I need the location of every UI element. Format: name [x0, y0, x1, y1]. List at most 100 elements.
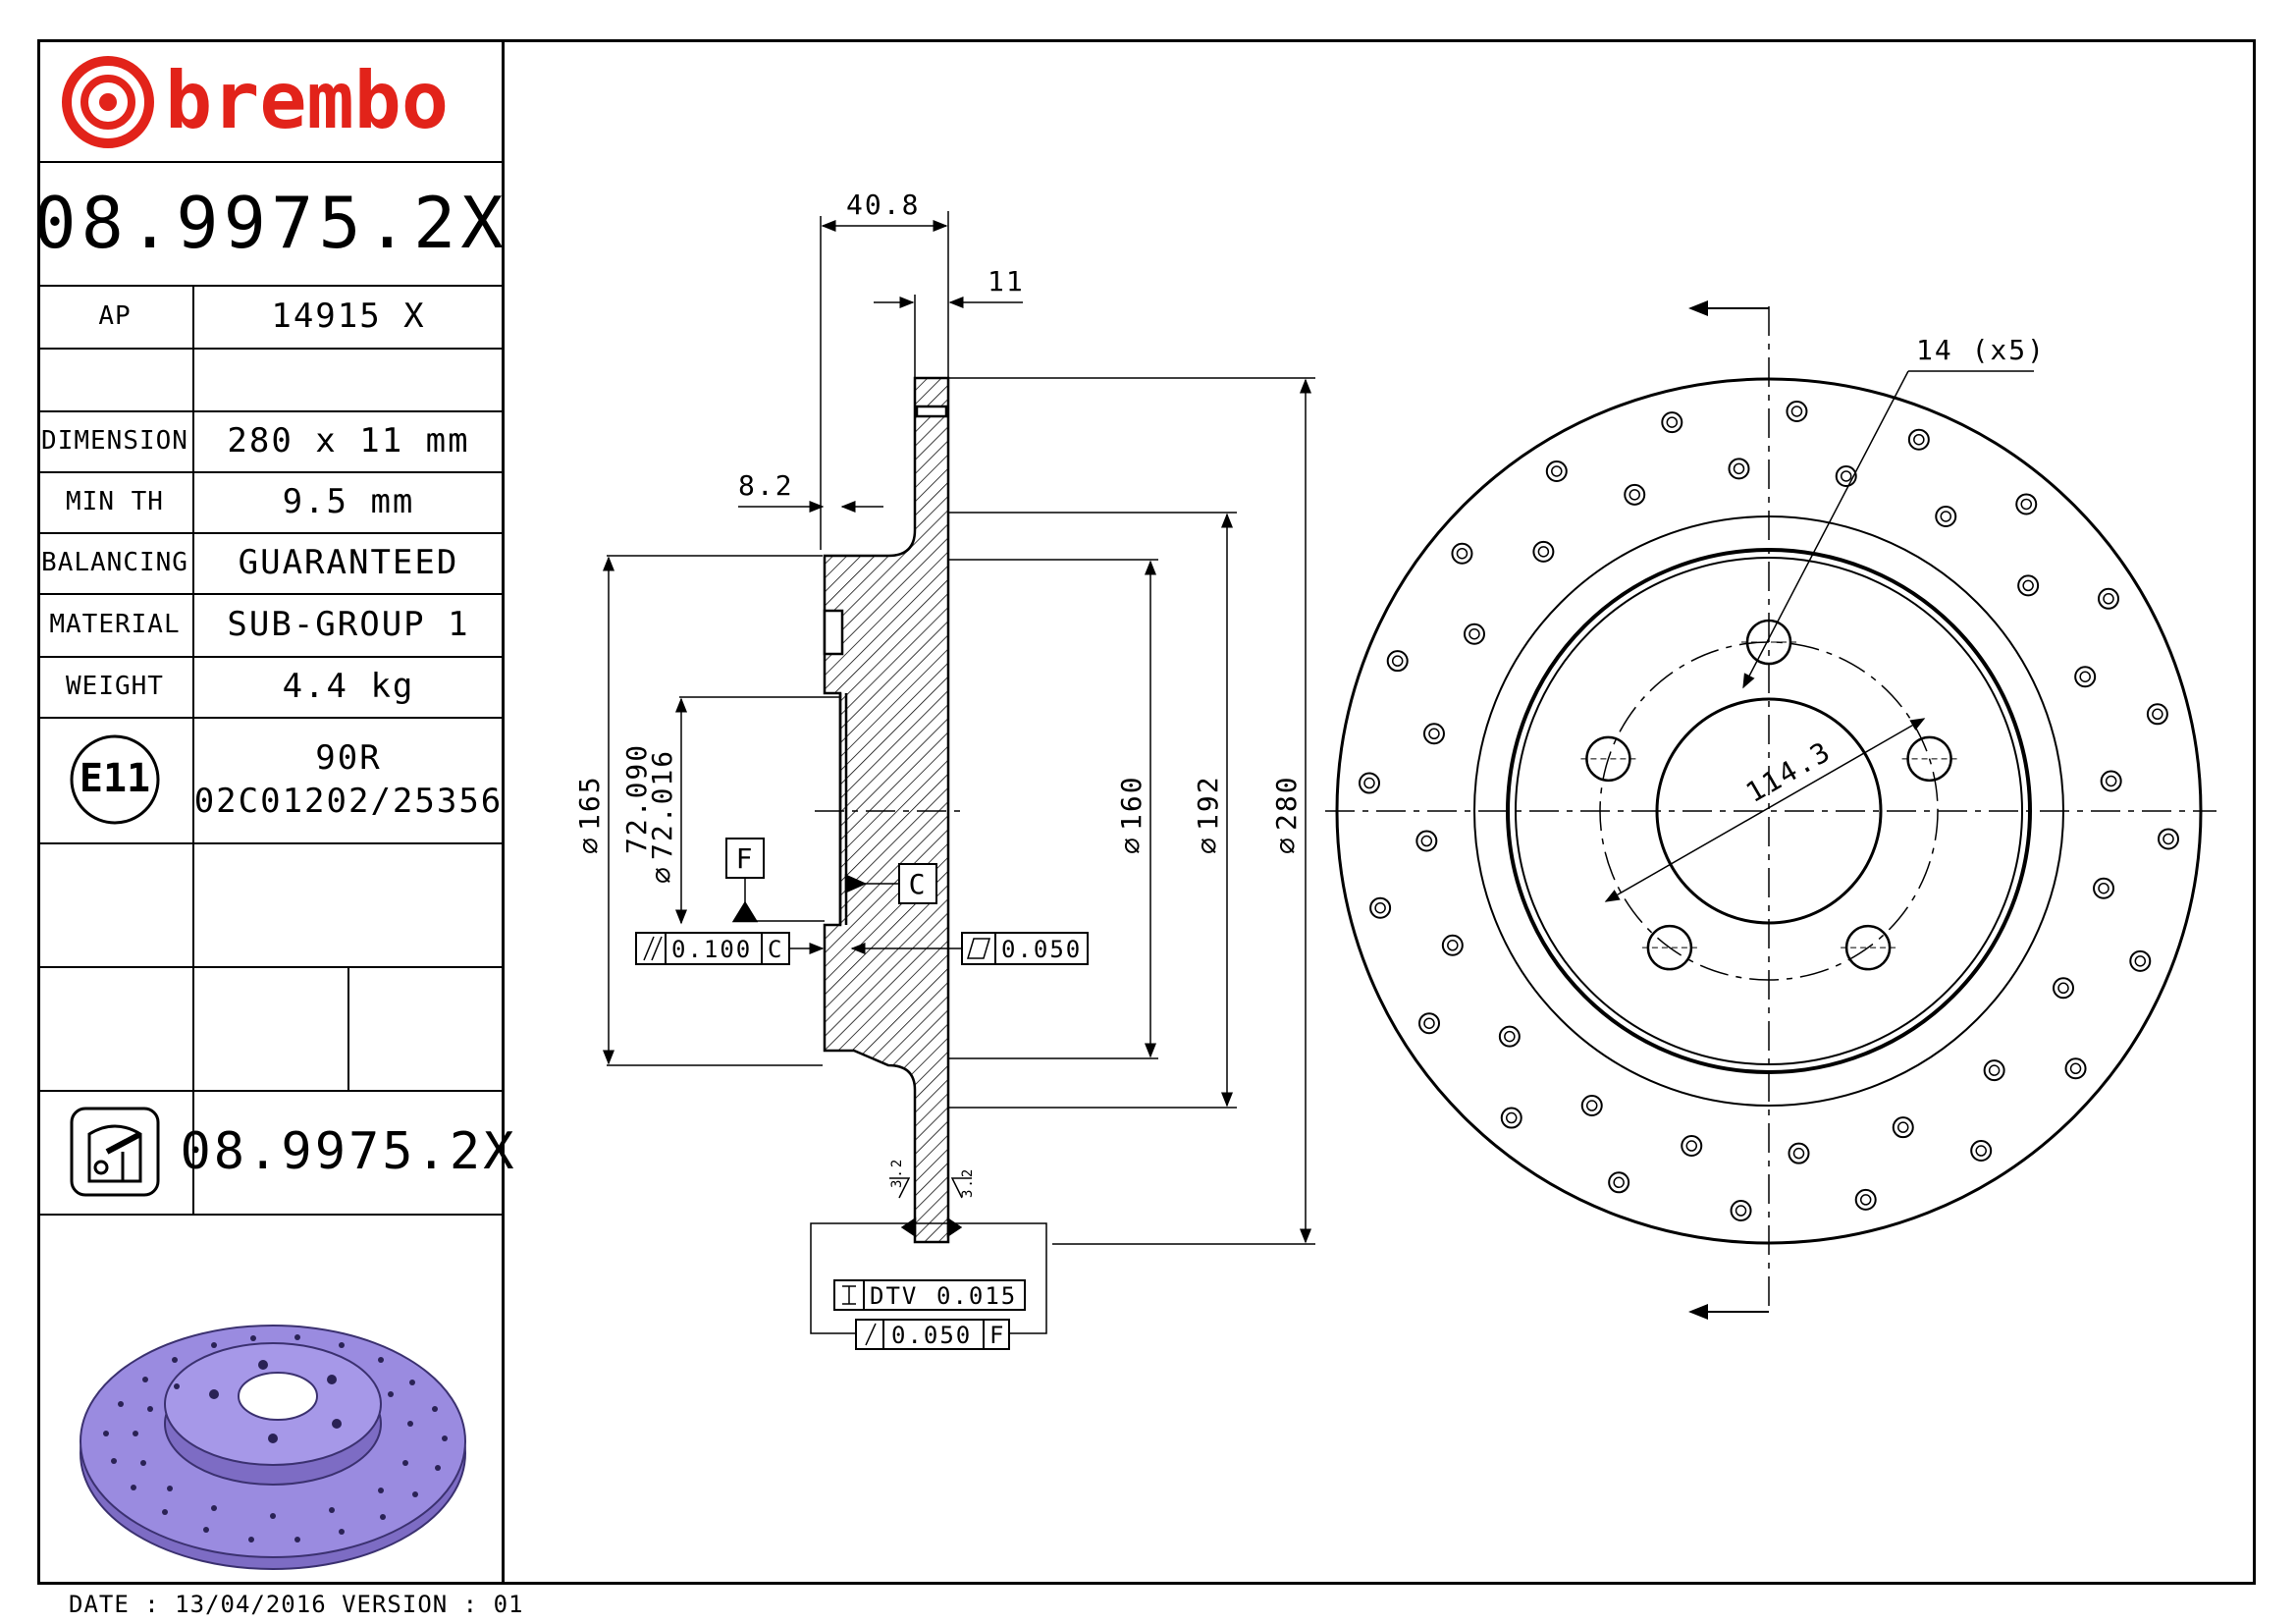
- divider: [37, 161, 505, 163]
- drill-hole-inner: [1420, 835, 1433, 847]
- drill-hole: [1907, 428, 1930, 451]
- divider: [347, 966, 349, 1090]
- drill-hole-inner: [1428, 728, 1440, 740]
- spec-label-dimension: DIMENSION: [41, 426, 188, 456]
- drill-hole: [1417, 1012, 1440, 1035]
- spec-value-weight: 4.4 kg: [282, 667, 415, 706]
- front-view: [1325, 300, 2216, 1320]
- drill-hole-inner: [1790, 406, 1803, 417]
- vent-mark: [915, 405, 948, 418]
- dim-d192-symbol: ⌀: [1192, 836, 1224, 854]
- drill-hole: [1728, 458, 1750, 480]
- spec-label-balancing: BALANCING: [41, 548, 188, 577]
- dtv-label: DTV: [870, 1282, 918, 1310]
- disc-icon-cell: [37, 1090, 192, 1214]
- drill-hole-inner: [1792, 1147, 1805, 1160]
- drill-hole: [1463, 623, 1485, 645]
- drill-hole-inner: [1391, 655, 1404, 667]
- divider: [37, 471, 505, 473]
- spec-label-material: MATERIAL: [49, 610, 181, 639]
- drill-hole-inner: [1629, 489, 1640, 501]
- dim-d280-symbol: ⌀: [1270, 836, 1303, 854]
- brand-name: brembo: [165, 55, 449, 146]
- surface-left: 3.2: [889, 1158, 905, 1188]
- hub-slot: [823, 609, 844, 656]
- drill-hole-inner: [2020, 498, 2033, 511]
- drill-hole-inner: [1859, 1194, 1872, 1206]
- divider: [37, 842, 505, 844]
- disc-profile-upper: [823, 376, 950, 1244]
- dim-hat-thickness: 8.2: [738, 469, 794, 502]
- drill-hole: [2074, 666, 2097, 688]
- drill-hole-inner: [1733, 462, 1745, 475]
- drill-hole: [1500, 1107, 1522, 1129]
- dim-d192: 192: [1192, 775, 1224, 831]
- drill-hole: [1441, 934, 1464, 956]
- dim-disc-thickness: 11: [988, 265, 1025, 298]
- drill-hole: [1369, 896, 1392, 919]
- drill-hole: [1415, 830, 1438, 852]
- e11-approval-icon: E11: [70, 734, 160, 825]
- drill-hole: [2015, 493, 2038, 515]
- dim-d160: 160: [1115, 775, 1148, 831]
- drill-hole-inner: [1913, 433, 1925, 446]
- drill-hole-inner: [2163, 833, 2174, 845]
- part-number: 08.9975.2X: [33, 182, 508, 264]
- drill-hole-inner: [1735, 1205, 1747, 1217]
- drill-hole-inner: [2098, 882, 2109, 894]
- drill-hole-inner: [2105, 775, 2117, 787]
- drill-hole-inner: [1551, 465, 1563, 477]
- spec-value-balancing: GUARANTEED: [238, 543, 459, 582]
- spec-label-ap: AP: [98, 301, 132, 331]
- drill-hole-inner: [1374, 901, 1386, 914]
- drill-hole: [1681, 1135, 1703, 1158]
- drill-hole-inner: [2022, 579, 2034, 592]
- datum-f-label: F: [736, 842, 755, 875]
- reference-number: 08.9975.2X: [180, 1122, 517, 1181]
- divider: [37, 285, 505, 287]
- pcd-label: 114.3: [1740, 734, 1837, 809]
- drill-hole-inner: [1613, 1176, 1625, 1189]
- drill-hole-inner: [2079, 671, 2091, 682]
- dim-center-max: 72.090: [620, 743, 653, 854]
- drill-hole: [2146, 703, 2168, 726]
- drawing-frame: [37, 39, 2256, 1585]
- drill-hole: [1730, 1200, 1752, 1222]
- drill-hole: [2129, 949, 2152, 972]
- drill-hole-inner: [1840, 470, 1852, 482]
- dim-d160-symbol: ⌀: [1115, 836, 1148, 854]
- divider: [37, 348, 505, 350]
- dim-overall-width: 40.8: [846, 189, 920, 221]
- drill-hole-inner: [1988, 1064, 2001, 1076]
- drill-hole: [1661, 411, 1683, 434]
- drill-hole-inner: [1897, 1121, 1909, 1133]
- dim-d280: 280: [1270, 775, 1303, 831]
- parallel-value: 0.100: [671, 936, 752, 963]
- drill-hole: [1892, 1116, 1914, 1139]
- drill-hole-inner: [1423, 1017, 1435, 1029]
- drill-hole-inner: [1468, 627, 1480, 640]
- lug-holes: [1580, 619, 1957, 971]
- drill-hole: [2098, 587, 2120, 610]
- drill-hole-inner: [2152, 708, 2163, 721]
- divider: [192, 285, 194, 1214]
- drill-hole-inner: [1504, 1030, 1516, 1043]
- drill-hole: [1983, 1059, 2005, 1082]
- drill-hole-inner: [1537, 546, 1550, 558]
- approval-code: E11: [80, 756, 150, 801]
- surface-right: 3.2: [960, 1167, 976, 1198]
- drill-hole-inner: [2057, 982, 2069, 995]
- dim-d165-symbol: ⌀: [573, 836, 606, 854]
- title-block: brembo 08.9975.2X AP 14915 X DIMENSION 2…: [33, 39, 517, 1585]
- drill-hole-inner: [1685, 1140, 1698, 1152]
- drill-hole-inner: [1975, 1145, 1987, 1157]
- parallel-ref: C: [768, 936, 783, 963]
- drill-hole-inner: [2134, 955, 2147, 967]
- approval-line1: 90R: [315, 738, 382, 778]
- drill-hole-inner: [1363, 777, 1375, 789]
- footer-date-version: DATE : 13/04/2016 VERSION : 01: [69, 1591, 524, 1618]
- divider: [37, 410, 505, 412]
- approval-info: 90R 02C01202/25356: [192, 717, 505, 842]
- drill-hole: [1580, 1095, 1603, 1117]
- drill-holes: [1358, 400, 2180, 1222]
